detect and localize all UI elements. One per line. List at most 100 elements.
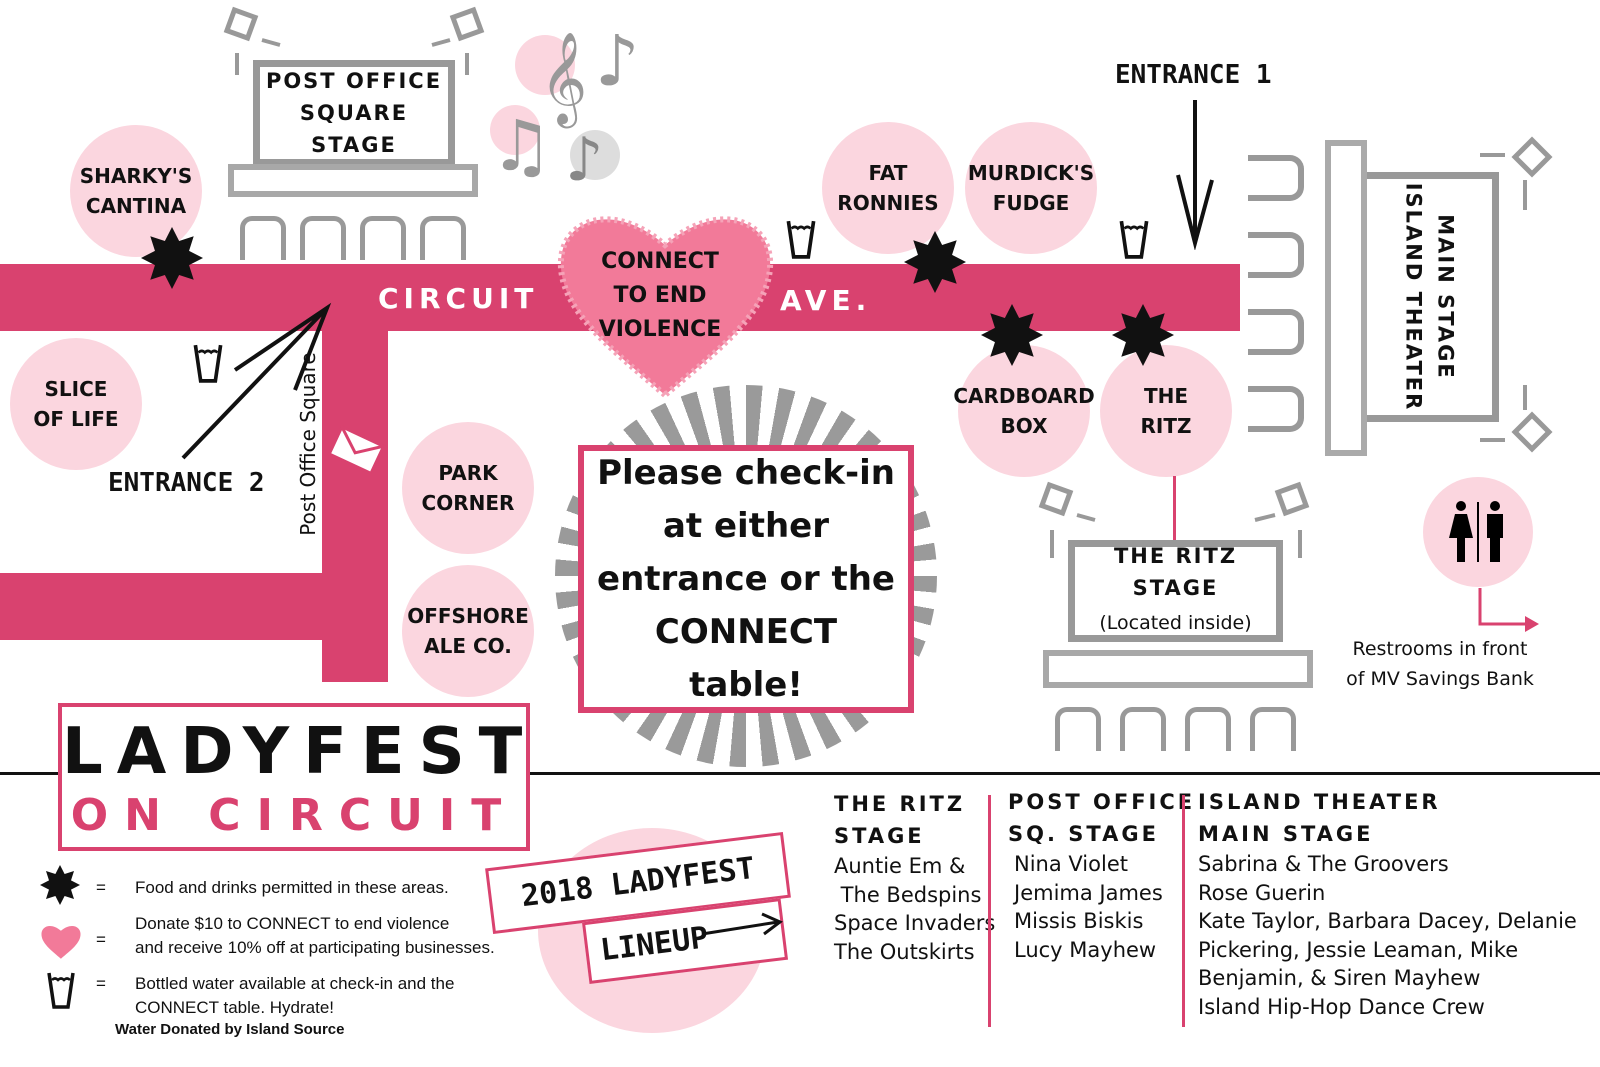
food-star-icon [1112,304,1174,366]
svg-text:♪: ♪ [565,125,603,190]
svg-text:𝄞: 𝄞 [540,31,587,128]
post-office-square-stage[interactable]: POST OFFICE SQUARE STAGE [253,60,455,166]
lineup-act: Island Hip-Hop Dance Crew [1198,994,1485,1019]
stage-light-icon [223,6,281,75]
water-cup-icon [1118,218,1150,260]
stage-light-icon [1480,136,1553,210]
food-star-icon [981,304,1043,366]
heart-label: CONNECT TO END VIOLENCE [598,249,722,342]
food-star-icon [141,227,203,289]
lineup-act: Nina Violet [1014,852,1128,876]
stage-note: (Located inside) [1099,612,1252,634]
post-office-square-road [322,330,388,682]
seat [1248,386,1304,432]
seat [300,216,346,260]
lineup-act: Pickering, Jessie Leaman, Mike [1198,937,1519,962]
lineup-divider [1182,795,1185,1027]
seat [1248,232,1304,278]
venue-slice-of-life[interactable]: SLICE OF LIFE [10,338,142,470]
ladyfest-title-box: LADYFEST ON CIRCUIT [58,703,530,851]
entrance-1-arrow-icon [1176,100,1214,250]
lineup-act: Rose Guerin [1198,880,1326,905]
stage-light-icon [431,6,485,75]
checkin-text: Please check-in at either entrance or th… [597,452,895,705]
venue-offshore-ale[interactable]: OFFSHORE ALE CO. [402,565,534,697]
lower-road [0,573,322,640]
water-credit: Water Donated by Island Source [115,1021,345,1038]
restroom-icon [1449,501,1503,562]
stage-light-icon [1480,385,1553,453]
lineup-act: Space Invaders [834,911,996,935]
lineup-act: The Bedspins [834,882,982,907]
street-label-circuit: CIRCUIT [378,282,539,315]
lineup-divider [988,795,991,1027]
food-star-icon [904,231,966,293]
legend-text-food: Food and drinks permitted in these areas… [135,878,449,897]
venue-the-ritz[interactable]: THE RITZ [1100,345,1232,477]
stage-platform [1043,650,1313,688]
stage-light-icon [1254,481,1310,558]
legend-water-cup-icon [46,970,76,1010]
seat [1185,707,1231,751]
lineup-act: Lucy Mayhew [1014,937,1157,962]
legend-star-icon [40,865,80,905]
island-theater-frame [1325,140,1367,456]
venue-park-corner[interactable]: PARK CORNER [402,422,534,554]
stage-light-icon [1038,481,1096,558]
entrance-1-label: ENTRANCE 1 [1115,60,1272,90]
lineup-act: Missis Biskis [1014,909,1144,933]
legend-text-water: Bottled water available at check-in and … [135,974,455,1017]
venue-fat-ronnies[interactable]: FAT RONNIES [822,122,954,254]
lineup-stage-name: MAIN STAGE [1198,822,1374,846]
stage-name-line: ISLAND THEATER [1401,182,1426,412]
seat [360,216,406,260]
lineup-act: The Outskirts [834,939,975,964]
legend-eq: = [96,878,106,897]
venue-cardboard-box[interactable]: CARDBOARD BOX [953,345,1095,477]
lineup-stage-name: THE RITZ [834,792,966,816]
legend-heart-icon [41,925,81,959]
stage-name-line: POST OFFICE [265,69,443,93]
stage-name-line: THE RITZ STAGE [1113,544,1238,600]
seat [420,216,466,260]
ritz-connector-line [1173,476,1176,540]
island-theater-main-stage[interactable]: ISLAND THEATER MAIN STAGE [1367,172,1499,422]
entrance-2-arrow-icon [181,302,332,460]
mail-icon [327,425,386,476]
venue-murdicks-fudge[interactable]: MURDICK'S FUDGE [965,122,1097,254]
venue-sharkys-cantina[interactable]: SHARKY'S CANTINA [70,125,202,257]
banner-arrow-icon [701,912,783,936]
stage-name-line: MAIN STAGE [1433,214,1458,380]
legend-eq: = [96,930,106,949]
ritz-stage[interactable]: THE RITZ STAGE (Located inside) [1068,540,1283,642]
lineup-stage-name: POST OFFICE [1008,790,1196,814]
legend-text-donate: Donate $10 to CONNECT to end violence an… [135,914,495,957]
restroom-arrow-icon [1478,588,1539,632]
entrance-2-label: ENTRANCE 2 [108,468,265,498]
restroom-circle[interactable] [1423,477,1533,587]
street-label-ave: AVE. [780,284,872,317]
music-notes-icon: 𝄞♪♫♪ [490,20,640,190]
lineup-act: Sabrina & The Groovers [1198,852,1449,876]
lineup-act: Jemima James [1014,880,1163,905]
legend-eq: = [96,974,106,993]
lineup-act: Kate Taylor, Barbara Dacey, Delanie [1198,909,1577,933]
section-divider [0,772,1600,775]
checkin-box: Please check-in at either entrance or th… [578,445,914,713]
seat [1248,155,1304,201]
stage-name-line: SQUARE STAGE [299,101,409,157]
title-line-1: LADYFEST [62,715,537,789]
seat [1120,707,1166,751]
lineup-act: Benjamin, & Siren Mayhew [1198,966,1481,990]
seat [1250,707,1296,751]
stage-platform [228,164,478,197]
connect-heart-icon [557,216,774,399]
water-cup-icon [785,218,817,260]
lineup-act: Auntie Em & [834,854,966,878]
title-line-2: ON CIRCUIT [70,790,518,841]
svg-text:♫: ♫ [490,105,553,187]
seat [240,216,286,260]
